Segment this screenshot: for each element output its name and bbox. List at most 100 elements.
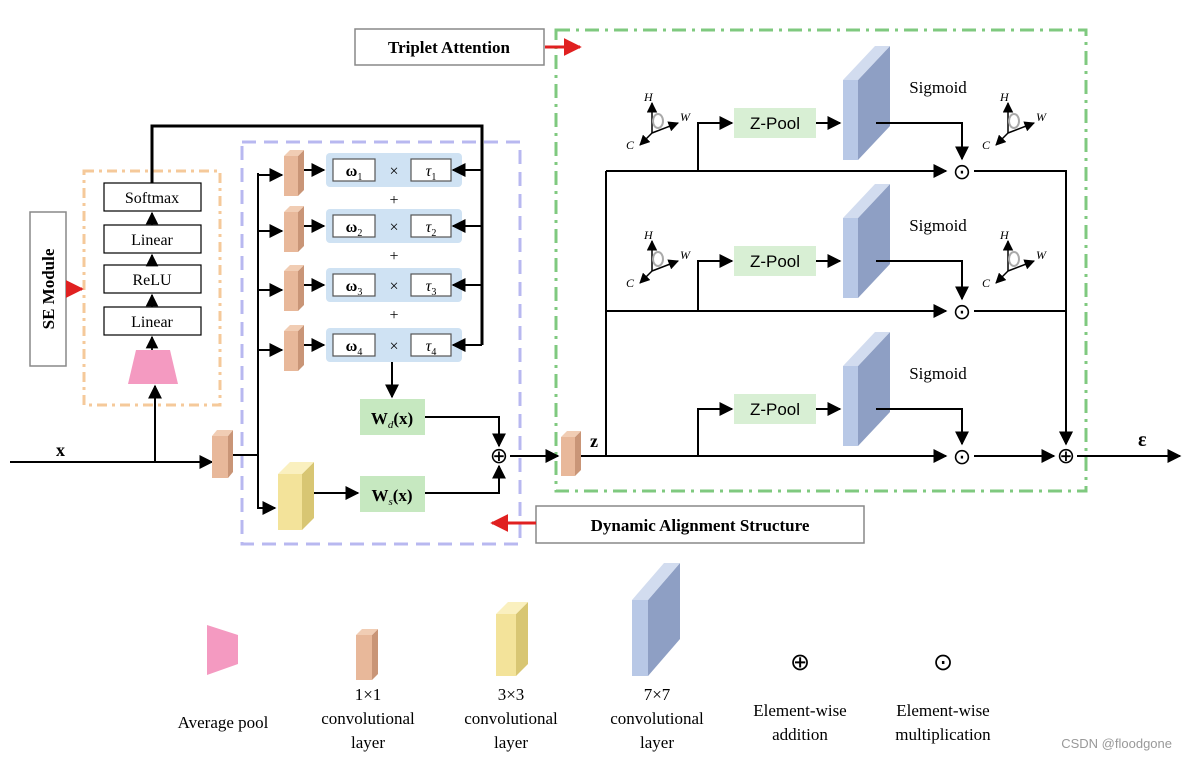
legend-conv3-l3: layer: [494, 733, 528, 752]
watermark: CSDN @floodgone: [1061, 736, 1172, 751]
tau-label: τ2: [426, 219, 437, 239]
axes-icon: HWC: [626, 228, 691, 290]
kernel-row-1: ω1 × τ1 +: [326, 153, 482, 209]
mul-to-sum-line: [974, 310, 1073, 446]
svg-text:H: H: [999, 90, 1010, 104]
svg-text:H: H: [643, 90, 654, 104]
legend-avg-pool-label: Average pool: [178, 713, 269, 732]
omega-label: ω4: [346, 338, 363, 358]
softmax-output-line: [150, 124, 484, 345]
omega-label: ω3: [346, 278, 363, 298]
zpool-label: Z-Pool: [750, 252, 800, 271]
legend-conv7-l1: 7×7: [644, 685, 671, 704]
zpool-box: [734, 108, 816, 138]
softmax-label: Softmax: [125, 190, 179, 207]
sigmoid-label: Sigmoid: [909, 216, 967, 235]
legend-mul-symbol: ⊙: [933, 649, 953, 676]
se-module-label: SE Module: [39, 248, 58, 329]
ta-conv7x7: [843, 184, 890, 298]
tau-box: [410, 214, 452, 238]
legend: Average pool 1×1 convolutional layer 3×3…: [178, 563, 991, 752]
omega-label: ω2: [346, 219, 363, 239]
legend-conv1-l3: layer: [351, 733, 385, 752]
se-module-region: [82, 169, 222, 407]
ta-conv7x7: [843, 332, 890, 446]
svg-text:C: C: [982, 138, 991, 152]
wd-box: [360, 399, 425, 435]
omega-box: [332, 158, 376, 182]
legend-conv3-l1: 3×3: [498, 685, 525, 704]
dynamic-alignment-label: Dynamic Alignment Structure: [591, 516, 810, 535]
mul-symbol: ⊙: [953, 159, 971, 184]
dynamic-alignment-region: [240, 140, 522, 546]
se-module-label-box: [29, 211, 67, 367]
svg-text:C: C: [982, 276, 991, 290]
trunk-line: [233, 173, 259, 456]
legend-mul-l1: Element-wise: [896, 701, 989, 720]
tau-label: τ1: [426, 163, 437, 183]
dynamic-alignment-label-box: [535, 505, 865, 544]
kernel-row-3: ω3×τ3+: [326, 268, 482, 324]
wd-label: Wd(x): [371, 409, 413, 431]
plus-symbol: +: [389, 192, 398, 209]
trunk-to-conv3: [257, 455, 277, 515]
plus-symbol: +: [389, 307, 398, 324]
legend-conv1-icon: [356, 629, 378, 680]
legend-conv7-l2: convolutional: [610, 709, 704, 728]
legend-add-l1: Element-wise: [753, 701, 846, 720]
omega-box: [332, 333, 376, 357]
plus-symbol: +: [389, 248, 398, 265]
ta-conv7x7: [843, 46, 890, 160]
times-symbol: ×: [389, 278, 398, 295]
ws-box: [360, 476, 425, 512]
zpool-label: Z-Pool: [750, 114, 800, 133]
svg-text:W: W: [1036, 110, 1047, 124]
omega-box: [332, 214, 376, 238]
zpool-label: Z-Pool: [750, 400, 800, 419]
entry-conv1x1: [212, 430, 233, 478]
to-zpool-arrow: [697, 116, 734, 171]
legend-mul-l2: multiplication: [895, 725, 991, 744]
legend-conv3-icon: [496, 602, 528, 676]
legend-conv7-l3: layer: [640, 733, 674, 752]
omega-label: ω1: [346, 163, 363, 183]
ws-to-sum: [425, 464, 506, 494]
omega-box: [332, 273, 376, 297]
linear-top-box: [103, 224, 202, 254]
z-conv1x1: [561, 431, 581, 476]
conv3x3-block: [278, 462, 314, 530]
zpool-box: [734, 394, 816, 424]
z-label: z: [590, 431, 598, 451]
tau-label: τ4: [426, 338, 437, 358]
times-symbol: ×: [389, 219, 398, 236]
times-symbol: ×: [389, 163, 398, 180]
svg-text:H: H: [643, 228, 654, 242]
ws-label: Ws(x): [371, 486, 412, 508]
triplet-attention-region: [554, 28, 1088, 493]
das-sum-symbol: ⊕: [490, 443, 508, 468]
linear-bottom-label: Linear: [131, 314, 173, 331]
to-zpool-arrow: [697, 402, 734, 456]
branch-conv1x1-1: [258, 150, 326, 196]
svg-text:W: W: [680, 248, 691, 262]
triplet-attention-label-box: [354, 28, 545, 66]
relu-box: [103, 264, 202, 294]
linear-bottom-box: [103, 306, 202, 336]
mul-to-sum-line: [974, 170, 1073, 446]
svg-text:H: H: [999, 228, 1010, 242]
kernel-row-2: ω2 × τ2 +: [326, 209, 482, 265]
axes-icon: HWC: [982, 228, 1047, 290]
axes-icon: HWC: [626, 90, 691, 152]
legend-conv1-l2: convolutional: [321, 709, 415, 728]
average-pool-shape: [128, 350, 178, 384]
sigmoid-label: Sigmoid: [909, 364, 967, 383]
relu-label: ReLU: [132, 272, 172, 289]
legend-avg-pool-icon: [207, 625, 238, 675]
legend-add-l2: addition: [772, 725, 828, 744]
to-zpool-arrow: [697, 254, 734, 311]
sigmoid-to-mul-arrow: [876, 122, 969, 161]
